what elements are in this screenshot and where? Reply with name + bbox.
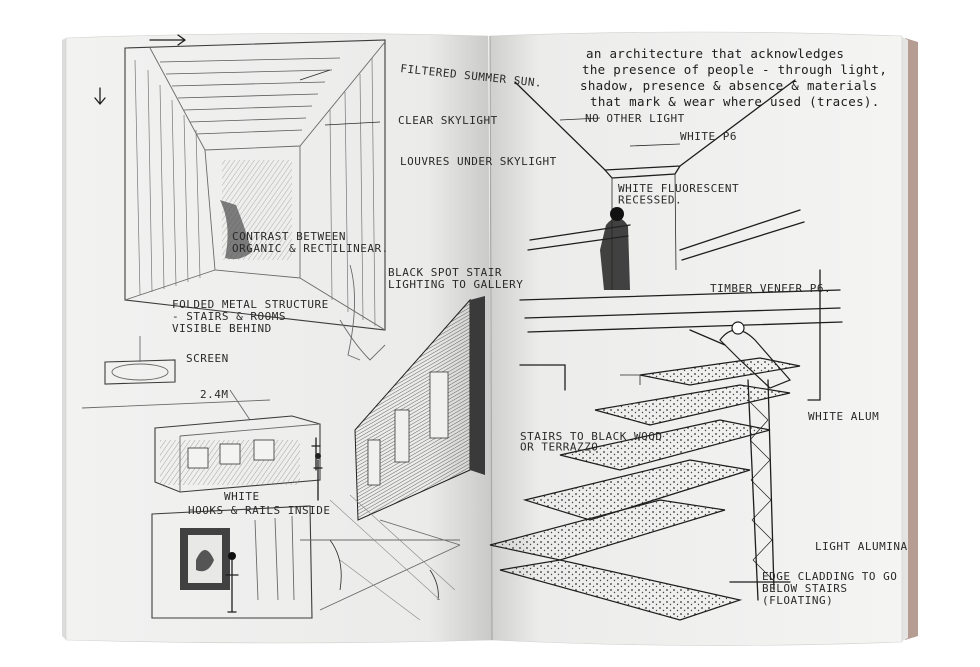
note-louvres: LOUVRES UNDER SKYLIGHT xyxy=(400,155,557,168)
folded-metal-sketch xyxy=(300,296,485,621)
note-no-other-light: NO OTHER LIGHT xyxy=(585,112,685,125)
pavilion-sketch xyxy=(154,415,321,493)
gallery-room-sketch xyxy=(151,505,439,619)
note-light-alum: LIGHT ALUMINA xyxy=(815,540,908,553)
heading-line-2: the presence of people - through light, xyxy=(582,62,887,77)
note-dimension: 2.4M xyxy=(200,388,229,401)
stair-sketch xyxy=(489,269,821,621)
right-page-sketches: an architecture that acknowledges the pr… xyxy=(489,46,908,621)
note-timber-veneer: TIMBER VENEER P6. xyxy=(710,282,831,295)
heading-line-1: an architecture that acknowledges xyxy=(586,46,844,61)
note-white-alum: WHITE ALUM xyxy=(808,410,879,423)
note-clear-skylight: CLEAR SKYLIGHT xyxy=(398,114,498,127)
note-screen: SCREEN xyxy=(186,352,229,365)
note-hooks-rails: HOOKS & RAILS INSIDE xyxy=(188,504,330,517)
handwritten-heading: an architecture that acknowledges the pr… xyxy=(580,46,887,109)
right-page-notes: NO OTHER LIGHT WHITE P6 WHITE FLUORESCEN… xyxy=(520,112,908,607)
heading-line-3: shadow, presence & absence & materials xyxy=(580,78,877,93)
heading-line-4: that mark & wear where used (traces). xyxy=(590,94,880,109)
left-page-sketches: FILTERED SUMMER SUN. CLEAR SKYLIGHT LOUV… xyxy=(81,34,557,621)
corridor-sketch xyxy=(94,34,386,361)
note-white: WHITE xyxy=(224,490,260,503)
screen-sketch xyxy=(81,336,271,421)
note-white-p6: WHITE P6 xyxy=(680,130,737,143)
ceiling-sketch xyxy=(514,79,843,333)
